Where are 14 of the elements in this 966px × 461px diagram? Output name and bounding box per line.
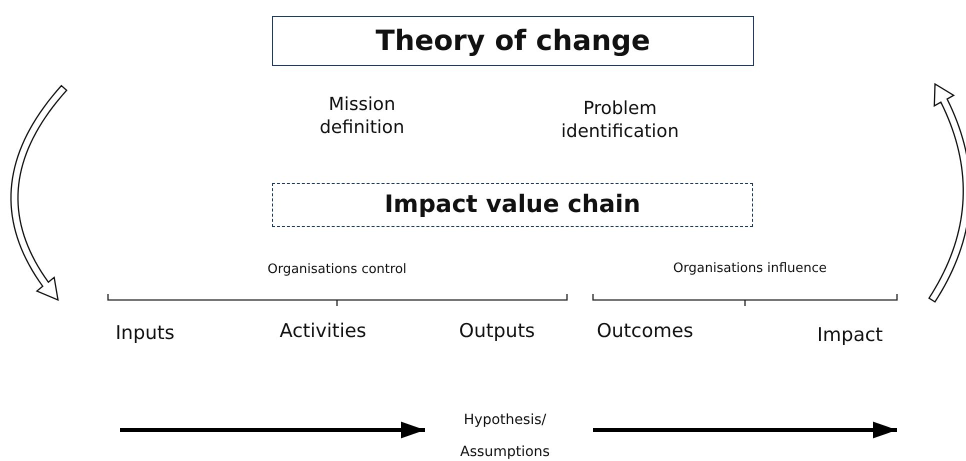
- arrow: [593, 422, 897, 438]
- title-box: Theory of change: [272, 16, 754, 66]
- stage-label: Problem identification: [540, 92, 700, 148]
- dashed-title-box: Impact value chain: [272, 183, 753, 227]
- stage-label: Hypothesis/ Assumptions: [440, 404, 570, 461]
- stage-label: Inputs: [104, 318, 186, 348]
- stage-label: Mission definition: [292, 90, 432, 142]
- stage-label: Outputs: [444, 316, 550, 346]
- group-label: Organisations control: [267, 262, 407, 277]
- stage-label: Activities: [262, 316, 384, 346]
- arrow: [120, 422, 425, 438]
- stage-label: Impact: [806, 320, 894, 350]
- group-label: Organisations influence: [673, 261, 827, 276]
- stage-label: Outcomes: [592, 316, 698, 346]
